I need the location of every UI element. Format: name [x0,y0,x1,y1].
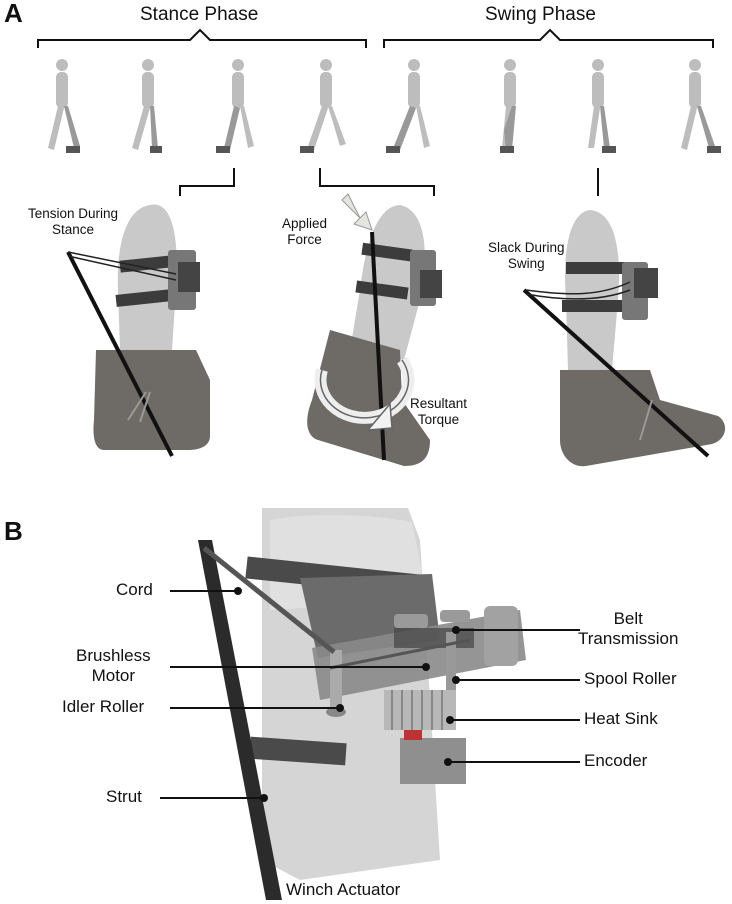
cord-label: Cord [116,580,153,599]
gait-figure-7 [588,59,616,153]
leg-stance-tension [66,204,210,457]
swing-bracket [383,28,714,48]
gait-figure-3 [216,59,254,153]
stance-bracket [37,28,367,48]
stance-phase-label: Stance Phase [140,4,259,25]
idler-roller-label: Idler Roller [62,697,145,716]
gait-figure-4 [300,59,346,153]
gait-figure-5 [386,59,430,153]
panel-label-a: A [4,0,23,28]
gait-figure-8 [681,59,721,153]
gait-figures [48,59,721,153]
gait-figure-6 [500,59,516,153]
panel-label-b: B [4,516,23,546]
swing-phase-label: Swing Phase [485,4,596,25]
strut-label: Strut [106,787,142,806]
gait-figure-1 [48,59,80,153]
encoder-label: Encoder [584,751,648,770]
spool-roller-label: Spool Roller [584,669,677,688]
leg-stance-torque [307,193,442,466]
winch-actuator-render [198,508,526,900]
heat-sink-label: Heat Sink [584,709,658,728]
callout-lines [160,587,580,802]
winch-actuator-caption: Winch Actuator [286,880,401,899]
leg-swing-slack [522,210,726,467]
gait-figure-2 [132,59,162,153]
phase-selectors [179,168,599,196]
